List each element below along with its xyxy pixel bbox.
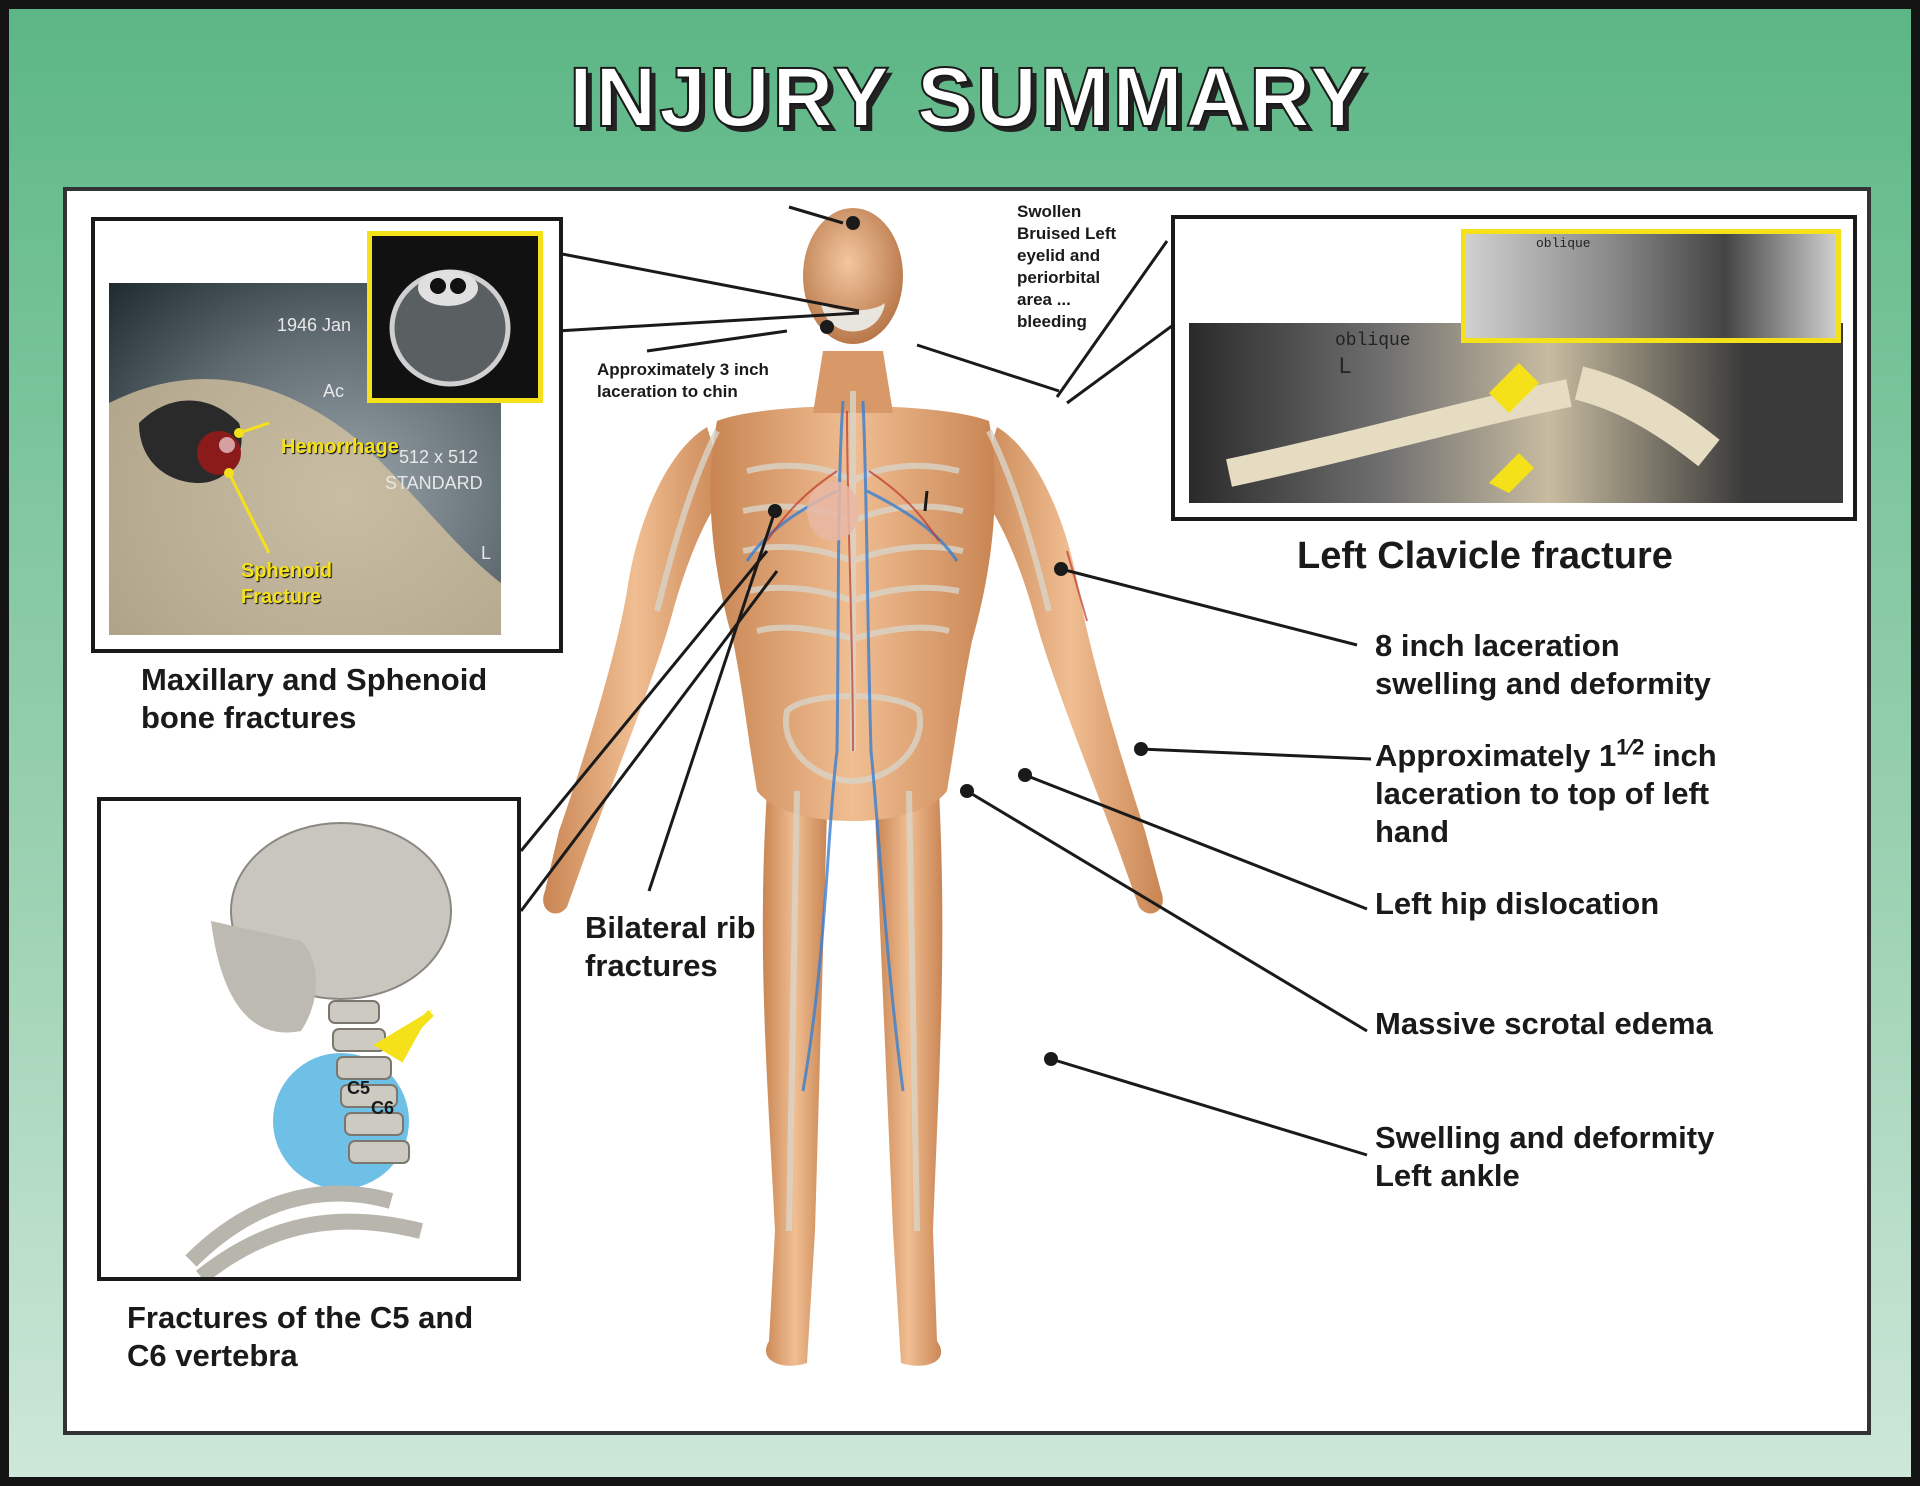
hemorrhage-label: Hemorrhage [281, 436, 399, 458]
hand-laceration-line-1: Approximately 11⁄2 inch [1375, 734, 1717, 773]
body-diagram [519, 205, 1372, 1366]
arm-laceration-line-1: 8 inch laceration [1375, 628, 1620, 663]
swollen-eyelid-line-2: Bruised Left [1017, 224, 1117, 243]
swollen-eyelid-line-4: periorbital [1017, 268, 1101, 287]
hand-laceration-post: inch [1644, 738, 1717, 773]
swollen-eyelid-line-1: Swollen [1017, 202, 1082, 221]
c5-label: C5 [347, 1078, 371, 1098]
scrotal-edema-label: Massive scrotal edema [1375, 1006, 1713, 1041]
ankle-label-1: Swelling and deformity [1375, 1120, 1715, 1155]
hip-dislocation-label: Left hip dislocation [1375, 886, 1660, 921]
vertebra-label-1: Fractures of the C5 and [127, 1300, 474, 1335]
sphenoid-label-2: Fracture [241, 586, 322, 608]
ankle-label-2: Left ankle [1375, 1158, 1520, 1193]
hand-laceration-line-2: laceration to top of left [1375, 776, 1710, 811]
arm-laceration-line-2: swelling and deformity [1375, 666, 1711, 701]
hand-laceration-line-3: hand [1375, 814, 1450, 849]
rib-fracture-label-2: fractures [585, 948, 718, 983]
ct-date: 1946 Jan [277, 315, 352, 335]
maxillary-label-2: bone fractures [141, 700, 357, 735]
hand-frac-den: 2 [1632, 734, 1645, 760]
ct-side: L [481, 543, 492, 563]
xray-side: L [1339, 353, 1352, 378]
ct-standard: STANDARD [385, 473, 483, 493]
sphenoid-label-1: Sphenoid [241, 560, 333, 582]
inset-connectors [519, 240, 1196, 912]
swollen-eyelid-line-6: bleeding [1017, 312, 1087, 331]
leader-lines [646, 205, 1372, 1157]
content-panel: 1946 Jan Ac 512 x 512 STANDARD L Hemorrh… [63, 187, 1871, 1435]
swollen-eyelid-line-3: eyelid and [1017, 246, 1101, 265]
ct-axial-thumb [367, 231, 543, 403]
vertebra-label-2: C6 vertebra [127, 1338, 298, 1373]
clavicle-xray-inset: oblique L oblique [1171, 215, 1857, 521]
ct-scan-inset: 1946 Jan Ac 512 x 512 STANDARD L Hemorrh… [91, 217, 563, 653]
hand-frac-num: 1 [1616, 734, 1629, 760]
page-title: INJURY SUMMARY [568, 49, 1369, 145]
clavicle-label: Left Clavicle fracture [1297, 535, 1673, 577]
ct-ac: Ac [323, 381, 345, 401]
spine-inset: C5 C6 [97, 797, 521, 1281]
xray-oblique-main: oblique [1335, 331, 1411, 351]
hand-laceration-pre: Approximately 1 [1375, 738, 1617, 773]
clavicle-xray-image [1189, 323, 1843, 503]
swollen-eyelid-line-5: area ... [1017, 290, 1071, 309]
skull-spine-illustration [185, 822, 452, 1277]
ct-matrix: 512 x 512 [399, 447, 479, 467]
xray-oblique-small: oblique [1536, 236, 1591, 251]
maxillary-label-1: Maxillary and Sphenoid [141, 662, 488, 697]
c6-label: C6 [371, 1098, 395, 1118]
rib-fracture-label-1: Bilateral rib [585, 910, 756, 945]
chin-laceration-line-1: Approximately 3 inch [597, 360, 769, 379]
clavicle-xray-thumb: oblique [1461, 229, 1841, 343]
leader-dots [768, 216, 1148, 1066]
chin-laceration-line-2: laceration to chin [597, 382, 738, 401]
